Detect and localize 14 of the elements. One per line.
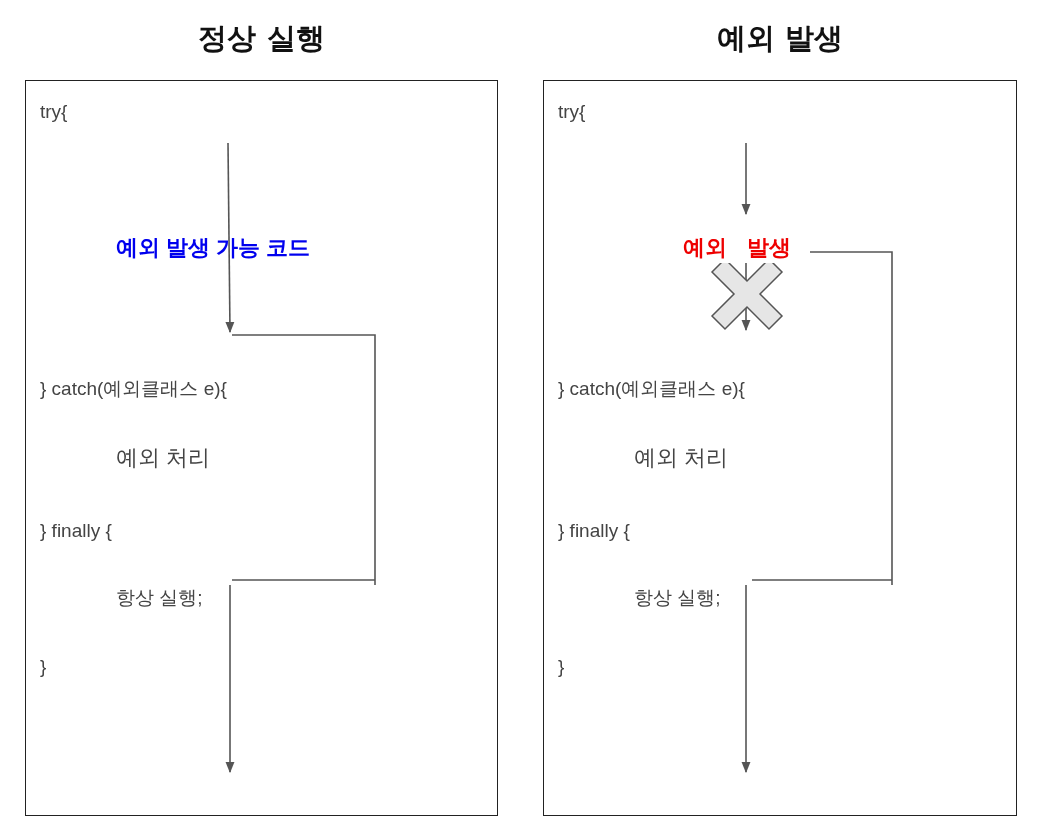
code-line: try{ (558, 101, 586, 123)
code-line: 항상 실행; (116, 586, 203, 610)
code-line: } finally { (558, 520, 630, 542)
panel-title: 정상 실행 (197, 20, 326, 57)
code-line: } catch(예외클래스 e){ (40, 377, 227, 401)
code-line: } catch(예외클래스 e){ (558, 377, 745, 401)
code-line: 예외 처리 (116, 444, 211, 472)
code-line: 항상 실행; (634, 586, 721, 610)
panel-title: 예외 발생 (715, 20, 845, 57)
code-line: } (558, 656, 565, 678)
code-line: try{ (40, 101, 68, 123)
code-line: 예외 처리 (634, 444, 729, 472)
code-line: } finally { (40, 520, 112, 542)
code-line: } (40, 656, 47, 678)
